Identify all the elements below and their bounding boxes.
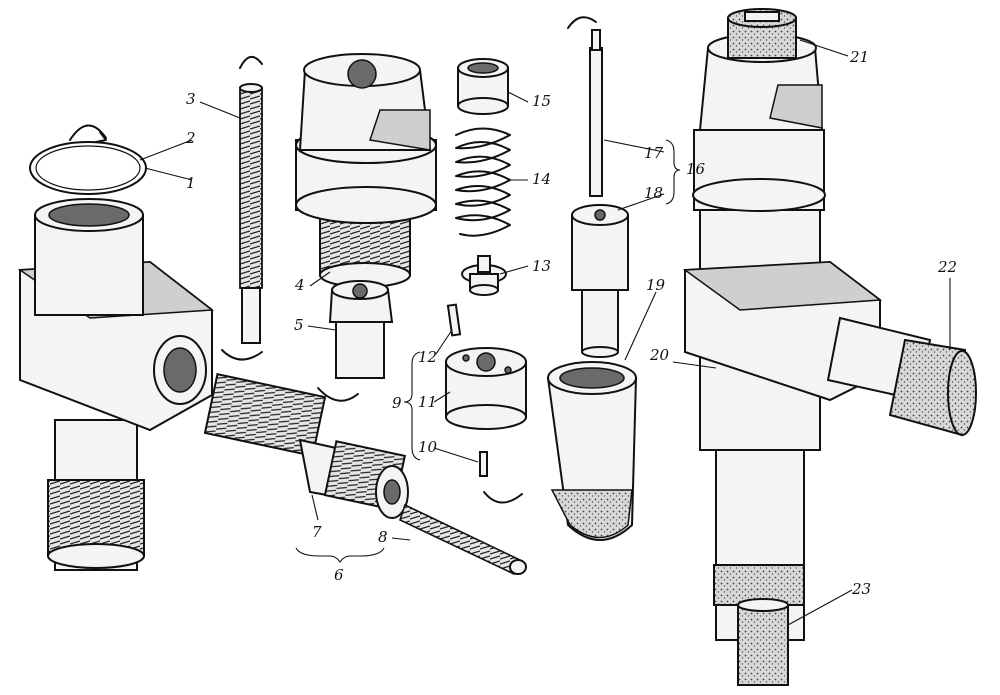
- cap-part-22: [826, 316, 977, 437]
- leader-lines: [139, 39, 951, 626]
- part-labels: 1 2 3 4 5 6 7 8 9 10 11 12 13 14 15 16 1…: [185, 48, 957, 598]
- injector-body-part-1: [17, 198, 215, 571]
- label-16: 16: [686, 160, 706, 178]
- pin-part-8: [399, 503, 527, 576]
- label-11: 11: [418, 393, 437, 411]
- spacer-part-11: [445, 347, 527, 430]
- label-3: 3: [186, 90, 196, 108]
- label-18: 18: [644, 184, 663, 202]
- cap-part-15: [457, 58, 509, 115]
- label-14: 14: [532, 170, 551, 188]
- label-22: 22: [937, 258, 957, 276]
- needle-part-17: [567, 16, 603, 197]
- label-21: 21: [849, 48, 869, 66]
- label-9: 9: [392, 394, 402, 412]
- fitting-assembly-part-6: [203, 373, 409, 519]
- nut-part-4: [295, 53, 437, 288]
- valve-part-13: [461, 255, 507, 296]
- label-8: 8: [378, 528, 388, 546]
- spring-part-14: [455, 127, 511, 237]
- label-2: 2: [185, 129, 196, 147]
- cap-part-23: [737, 598, 789, 686]
- label-23: 23: [851, 580, 871, 598]
- small-nut-part-5: [317, 280, 394, 402]
- label-20: 20: [649, 346, 670, 364]
- label-5: 5: [294, 316, 304, 334]
- group-braces: [295, 139, 681, 563]
- pin-part-10: [479, 451, 523, 504]
- sealing-ring-part-2: [29, 124, 147, 195]
- cap-part-21: [727, 8, 797, 59]
- label-17: 17: [644, 144, 664, 162]
- label-12: 12: [418, 348, 437, 366]
- sprayer-body-part-18: [571, 204, 629, 358]
- label-10: 10: [418, 438, 438, 456]
- label-15: 15: [532, 92, 551, 110]
- label-6: 6: [334, 566, 344, 584]
- sprayer-nut-part-19: [546, 361, 638, 541]
- rod-part-3: [221, 56, 263, 361]
- label-4: 4: [294, 276, 305, 294]
- label-19: 19: [646, 276, 666, 294]
- label-13: 13: [532, 257, 551, 275]
- label-7: 7: [312, 523, 322, 541]
- pin-part-12: [446, 303, 462, 337]
- label-1: 1: [186, 174, 196, 192]
